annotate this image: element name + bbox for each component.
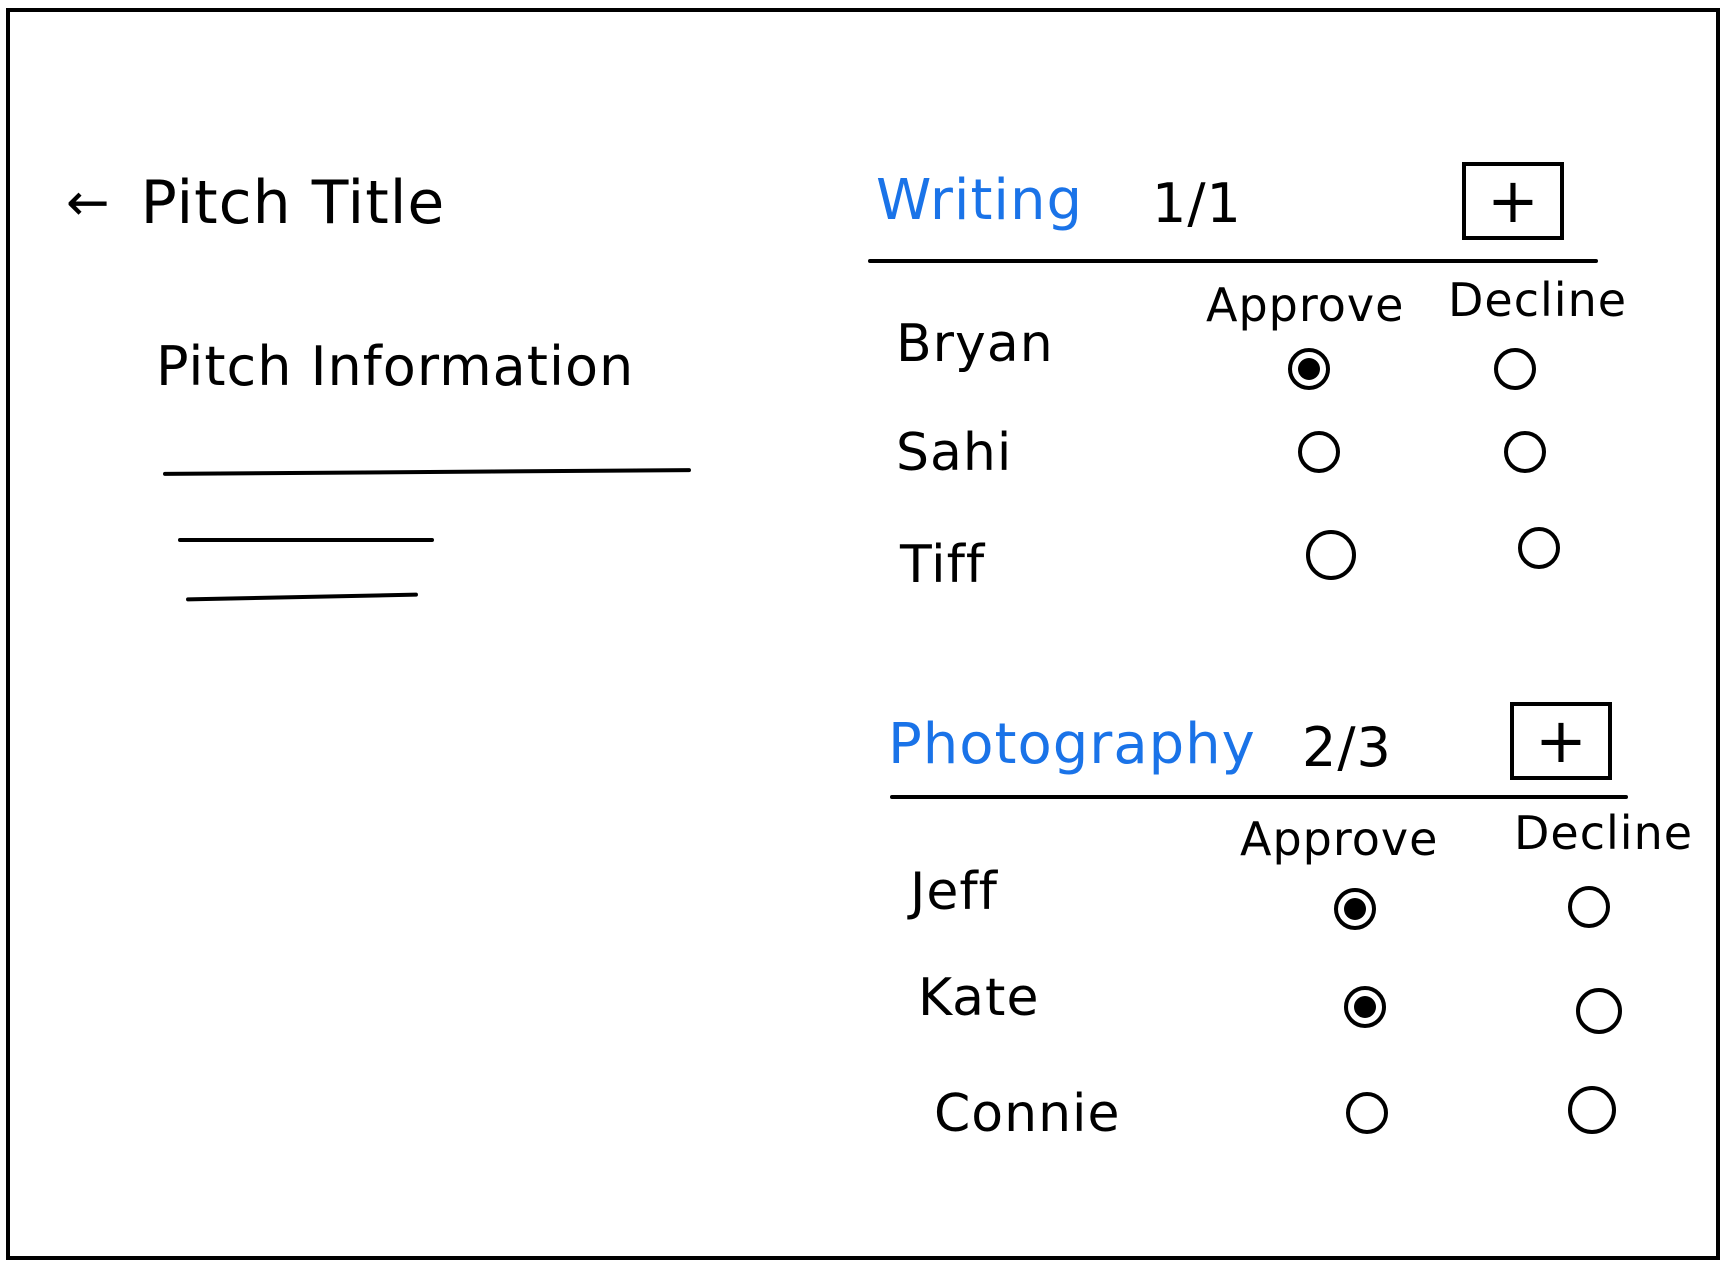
approve-radio[interactable] bbox=[1334, 888, 1376, 930]
plus-icon: + bbox=[1535, 704, 1587, 777]
add-member-button[interactable]: + bbox=[1462, 162, 1564, 240]
section-divider bbox=[868, 259, 1598, 263]
section-title: Photography bbox=[888, 712, 1256, 777]
approve-radio[interactable] bbox=[1298, 431, 1340, 473]
plus-icon: + bbox=[1487, 164, 1539, 237]
decline-column-header: Decline bbox=[1448, 273, 1628, 327]
approve-radio[interactable] bbox=[1344, 986, 1386, 1028]
decline-radio[interactable] bbox=[1576, 988, 1622, 1034]
member-name: Connie bbox=[934, 1084, 1121, 1144]
decline-radio[interactable] bbox=[1568, 1086, 1616, 1134]
wireframe-border bbox=[6, 8, 1720, 1260]
arrow-left-icon[interactable]: ← bbox=[66, 173, 111, 233]
page-title: Pitch Title bbox=[140, 168, 446, 238]
approve-radio[interactable] bbox=[1306, 530, 1356, 580]
section-divider bbox=[890, 795, 1628, 799]
decline-radio[interactable] bbox=[1494, 348, 1536, 390]
section-count: 2/3 bbox=[1302, 716, 1392, 779]
section-count: 1/1 bbox=[1152, 172, 1242, 235]
pitch-information-label: Pitch Information bbox=[156, 335, 635, 398]
decline-radio[interactable] bbox=[1518, 527, 1560, 569]
approve-column-header: Approve bbox=[1240, 812, 1439, 866]
approve-radio[interactable] bbox=[1346, 1092, 1388, 1134]
text-placeholder-line bbox=[178, 538, 434, 542]
member-name: Bryan bbox=[896, 314, 1054, 374]
member-name: Tiff bbox=[900, 535, 986, 595]
member-name: Sahi bbox=[896, 423, 1013, 483]
decline-radio[interactable] bbox=[1568, 886, 1610, 928]
member-name: Kate bbox=[918, 968, 1040, 1028]
section-title: Writing bbox=[876, 168, 1083, 233]
decline-radio[interactable] bbox=[1504, 431, 1546, 473]
add-member-button[interactable]: + bbox=[1510, 702, 1612, 780]
approve-column-header: Approve bbox=[1206, 278, 1405, 332]
member-name: Jeff bbox=[910, 862, 998, 922]
back-button[interactable]: ← Pitch Title bbox=[66, 168, 445, 238]
decline-column-header: Decline bbox=[1514, 806, 1694, 860]
approve-radio[interactable] bbox=[1288, 348, 1330, 390]
